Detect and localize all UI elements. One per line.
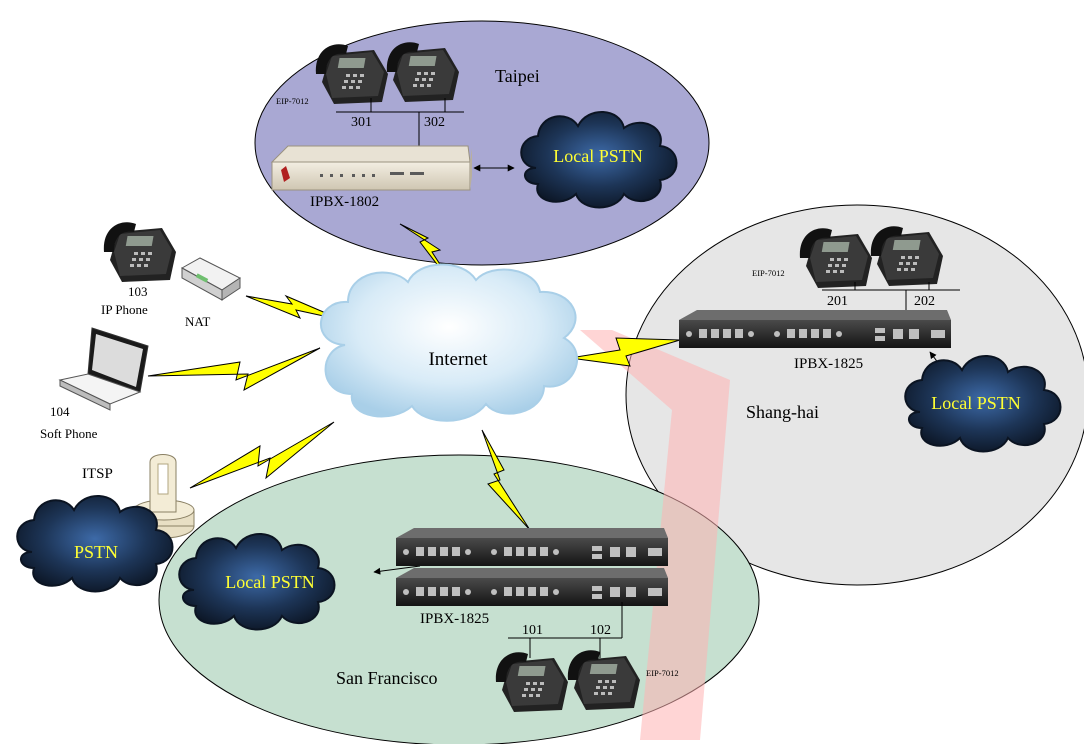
taipei-site: EIP-7012 301 302 IPBX-1802 Local PSTN Ta…: [270, 42, 678, 210]
taipei-ipbx-label: IPBX-1802: [310, 194, 379, 210]
soft-phone-number: 104: [50, 404, 70, 419]
sanfrancisco-city-label: San Francisco: [336, 668, 437, 688]
remote-users: 103 IP Phone NAT 104 Soft Phone ITSP PST…: [16, 222, 241, 593]
shanghai-ext-201: 201: [827, 294, 848, 309]
internet-cloud: Internet: [319, 263, 579, 422]
ip-phone-103-icon: [103, 222, 176, 282]
nat-router-icon: [180, 257, 241, 301]
nat-label: NAT: [185, 314, 210, 329]
sanfrancisco-ipbx-device-bottom: [396, 568, 668, 606]
sanfrancisco-ext-102: 102: [590, 623, 611, 638]
taipei-phone-model: EIP-7012: [276, 96, 309, 106]
ipbx-1802-device: [270, 145, 472, 191]
shanghai-phone-model: EIP-7012: [752, 268, 785, 278]
link-softphone: [147, 347, 321, 391]
sanfrancisco-ipbx-device-top: [396, 528, 668, 566]
sanfrancisco-ipbx-label: IPBX-1825: [420, 611, 489, 627]
taipei-ext-301: 301: [351, 115, 372, 130]
sanfrancisco-pstn-label: Local PSTN: [225, 572, 315, 592]
brand-logo-icon: [281, 166, 290, 182]
shanghai-site: EIP-7012 201 202 IPBX-1825 Local PSTN Sh…: [679, 226, 1062, 453]
ip-phone-label: IP Phone: [101, 302, 148, 317]
watermark: [580, 330, 730, 740]
taipei-ext-302: 302: [424, 115, 445, 130]
pstn-label: PSTN: [74, 542, 118, 562]
soft-phone-label: Soft Phone: [40, 426, 98, 441]
sanfrancisco-phone-model: EIP-7012: [646, 668, 679, 678]
shanghai-ipbx-label: IPBX-1825: [794, 356, 863, 372]
sanfrancisco-pstn-link: [373, 565, 421, 575]
taipei-pstn-label: Local PSTN: [553, 146, 643, 166]
shanghai-ext-202: 202: [914, 294, 935, 309]
sanfrancisco-phone-bus: [508, 602, 623, 658]
shanghai-pstn-label: Local PSTN: [931, 393, 1021, 413]
itsp-label: ITSP: [82, 466, 113, 482]
internet-label: Internet: [428, 349, 488, 370]
ip-phone-number: 103: [128, 284, 148, 299]
sanfrancisco-ext-101: 101: [522, 623, 543, 638]
taipei-city-label: Taipei: [495, 66, 540, 86]
laptop-icon: [58, 327, 149, 411]
shanghai-city-label: Shang-hai: [746, 402, 819, 422]
sanfrancisco-site: Local PSTN IPBX-1825 101 102 EIP-7012 Sa…: [178, 528, 679, 712]
taipei-phone-bus: [336, 98, 464, 146]
link-itsp: [189, 421, 335, 489]
shanghai-region: [625, 204, 1084, 586]
shanghai-ipbx-device: [679, 310, 951, 348]
